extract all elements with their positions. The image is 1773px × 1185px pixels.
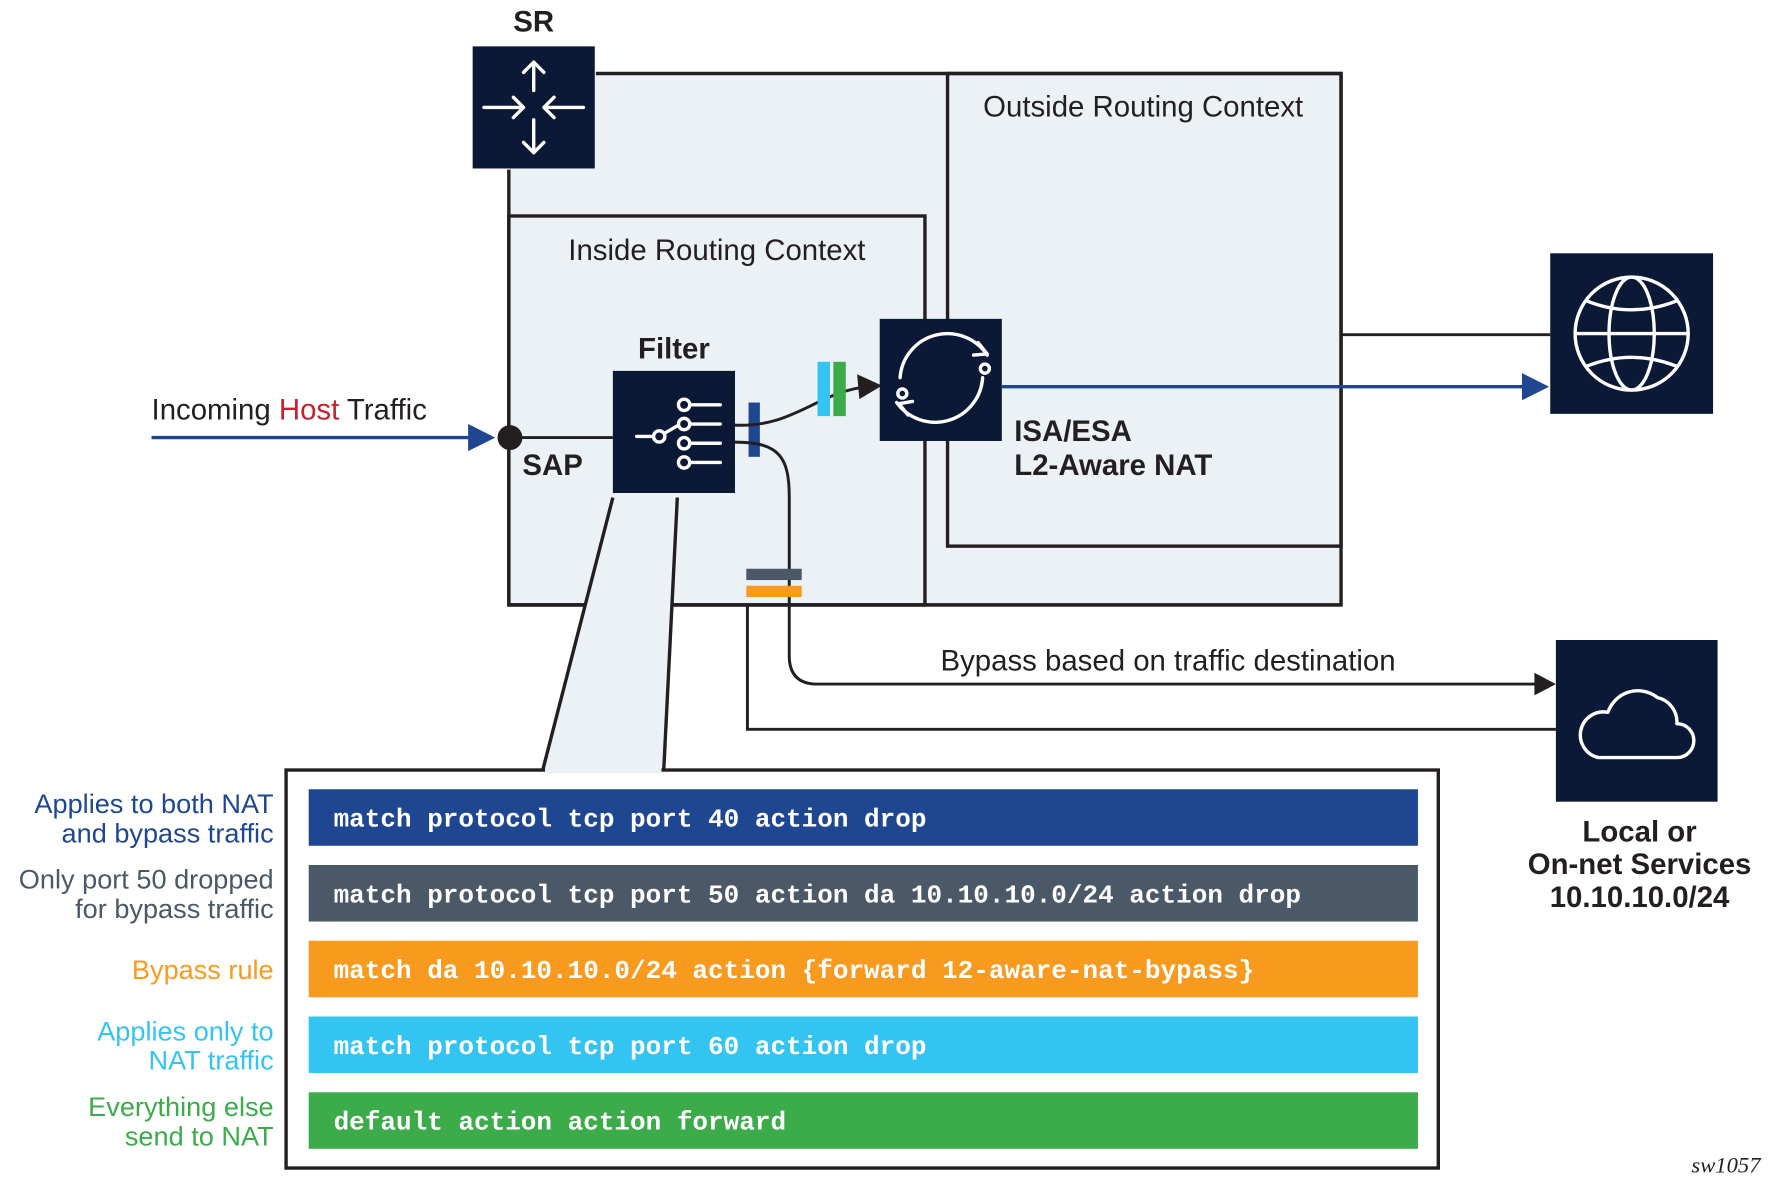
nat-label-line1: ISA/ESA: [1014, 415, 1132, 448]
filter-rule-code: match protocol tcp port 50 action da 10.…: [334, 880, 1301, 910]
figure-id: sw1057: [1691, 1153, 1762, 1178]
outside-routing-context: Outside Routing Context: [945, 71, 1343, 548]
cloud-icon: [1555, 639, 1718, 802]
filter-rule-row: match protocol tcp port 50 action da 10.…: [19, 864, 1418, 924]
filter-rule-row: match protocol tcp port 40 action drop Ap…: [34, 788, 1418, 848]
filter-rule-note-line1: Applies to both NAT: [34, 788, 273, 819]
inside-context-label: Inside Routing Context: [568, 234, 865, 267]
nat-rule-marker-cyan: [817, 361, 830, 417]
filter-rule-note-line1: Applies only to: [97, 1015, 273, 1046]
bypass-label: Bypass based on traffic destination: [941, 645, 1396, 678]
outside-context-box: [945, 71, 1343, 548]
inside-routing-context: Inside Routing Context: [507, 214, 927, 607]
router-icon: [472, 46, 595, 169]
sap-label: SAP: [522, 449, 582, 482]
globe-icon: [1550, 253, 1714, 414]
bypass-wire: [734, 440, 1544, 686]
bypass-rule-marker-gray: [746, 568, 802, 581]
incoming-prefix: Incoming: [152, 393, 279, 426]
filter-rule-row: match protocol tcp port 60 action drop Ap…: [97, 1015, 1418, 1076]
filter-rule-note-line2: NAT traffic: [149, 1045, 274, 1076]
filter-rule-bar: [308, 865, 1418, 922]
local-services-line1: Local or: [1582, 815, 1696, 848]
incoming-host-highlight: Host: [279, 393, 339, 426]
filter-rule-bar: [308, 789, 1418, 846]
filter-rule-note-line1: Only port 50 dropped: [19, 864, 274, 895]
incoming-traffic: Incoming Host Traffic: [152, 393, 496, 452]
filter-output-rule-marker: [748, 402, 760, 457]
filter-rule-note-line1: Bypass rule: [132, 954, 274, 985]
filter-rule-bar: [308, 940, 1418, 998]
filter-rule-note-line1: Everything else: [88, 1091, 273, 1122]
filter-rule-row: default action action forward Everything …: [88, 1091, 1418, 1151]
nat-label-line2: L2-Aware NAT: [1014, 449, 1212, 482]
filter-label: Filter: [638, 332, 710, 365]
nat-arrowhead: [857, 374, 882, 400]
filter-rule-bar: [308, 1092, 1418, 1149]
nat-cycle-icon: [879, 318, 1002, 441]
incoming-traffic-label: Incoming Host Traffic: [152, 393, 427, 426]
callout-pointer: [542, 492, 679, 771]
filter-rule-note-line2: and bypass traffic: [62, 817, 274, 848]
callout-pointer-edge-left: [541, 497, 615, 771]
bypass-rule-marker-orange: [746, 585, 802, 598]
filter-rule-code: match da 10.10.10.0/24 action {forward 1…: [334, 956, 1255, 986]
filter-rule-code: default action action forward: [334, 1108, 786, 1138]
callout-pointer-edge-right: [662, 497, 680, 771]
filter-rule-note-line2: send to NAT: [125, 1120, 274, 1151]
callout-joint: [545, 767, 662, 774]
incoming-arrowhead: [468, 424, 496, 452]
filter-rule-bar: [308, 1016, 1418, 1074]
incoming-suffix: Traffic: [339, 393, 427, 426]
filter-rule-code: match protocol tcp port 60 action drop: [334, 1032, 927, 1062]
internet-arrowhead: [1521, 373, 1550, 401]
filter-switch-icon: [612, 370, 735, 493]
local-services-return-wire: [745, 604, 1556, 731]
local-services-line2: On-net Services: [1528, 848, 1752, 881]
filter-rule-note-line2: for bypass traffic: [75, 893, 273, 924]
filter-rule-row: match da 10.10.10.0/24 action {forward 1…: [132, 940, 1418, 998]
local-services-line3: 10.10.10.0/24: [1550, 881, 1730, 914]
nat-rule-marker-green: [833, 361, 846, 417]
filter-rules-list: match protocol tcp port 40 action dropAp…: [19, 788, 1418, 1151]
filter-rules-panel: [284, 768, 1440, 1170]
filter-rule-code: match protocol tcp port 40 action drop: [334, 805, 927, 835]
bypass-arrowhead: [1534, 672, 1556, 696]
outside-context-label: Outside Routing Context: [983, 90, 1303, 123]
sr-label: SR: [513, 6, 554, 39]
